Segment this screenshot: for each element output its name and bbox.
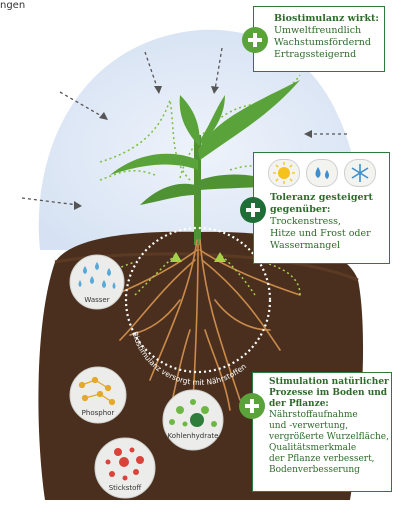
benefit-line-3: Ertragssteigernd [274, 49, 379, 61]
benefit-line-2: Wachstumsfördernd [274, 37, 379, 49]
stimulation-title-3: der Pflanze: [269, 399, 389, 410]
nutrient-stickstoff: Stickstoff [95, 438, 155, 498]
tolerance-title-2: gegenüber: [270, 204, 373, 216]
plus-icon [239, 393, 265, 419]
benefits-title: Biostimulanz wirkt: [274, 13, 379, 25]
tolerance-line-3: Wassermangel [270, 240, 373, 252]
label-wasser: Wasser [84, 296, 109, 304]
sun-icon [268, 159, 300, 187]
plus-icon [242, 27, 268, 53]
tolerance-line-2: Hitze und Frost oder [270, 228, 373, 240]
stimulation-title-2: Prozesse im Boden und [269, 388, 389, 399]
snowflake-icon [344, 159, 376, 187]
nutrient-phosphor: Phosphor [70, 367, 126, 423]
stimulation-line-2: und -verwertung, [269, 421, 389, 432]
stimulation-line-3: vergrößerte Wurzelfläche, [269, 432, 389, 443]
weather-icons [268, 159, 376, 187]
nutrient-kohlenhydrate: Kohlenhydrate [163, 390, 223, 450]
stimulation-line-6: Bodenverbesserung [269, 465, 389, 476]
water-drops-icon [306, 159, 338, 187]
label-stickstoff: Stickstoff [109, 484, 142, 492]
nutrient-wasser: Wasser [70, 255, 124, 309]
stimulation-line-4: Qualitätsmerkmale [269, 443, 389, 454]
stimulation-line-1: Nährstoffaufnahme [269, 410, 389, 421]
stimulation-line-5: der Pflanze verbessert, [269, 454, 389, 465]
label-kohlenhydrate: Kohlenhydrate [168, 432, 219, 440]
tolerance-title-1: Toleranz gesteigert [270, 192, 373, 204]
benefits-box: Biostimulanz wirkt: Umweltfreundlich Wac… [253, 6, 385, 72]
tolerance-line-1: Trockenstress, [270, 216, 373, 228]
stimulation-box: Stimulation natürlicher Prozesse im Bode… [252, 372, 392, 492]
benefit-line-1: Umweltfreundlich [274, 25, 379, 37]
stimulation-title-1: Stimulation natürlicher [269, 377, 389, 388]
tolerance-box: Toleranz gesteigert gegenüber: Trockenst… [253, 152, 390, 264]
plus-icon [240, 197, 266, 223]
label-phosphor: Phosphor [82, 409, 115, 417]
